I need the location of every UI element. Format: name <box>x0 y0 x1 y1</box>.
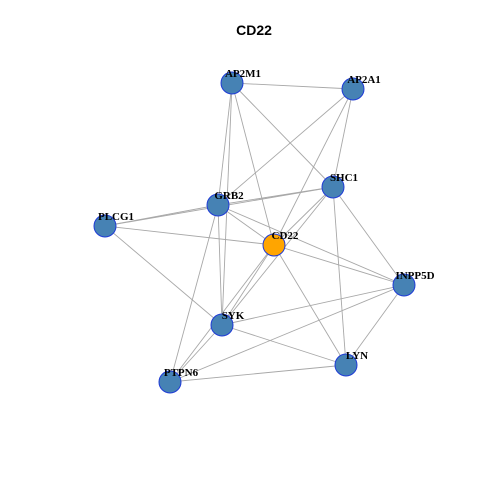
edge-shc1-syk <box>221 186 334 326</box>
node-ap2a1 <box>341 77 365 101</box>
edge-shc1-cd22 <box>273 186 334 246</box>
diagram-title: CD22 <box>236 22 272 38</box>
edge-cd22-inpp5d <box>273 244 405 286</box>
node-label-inpp5d: INPP5D <box>395 270 434 282</box>
edge-grb2-syk <box>217 204 223 326</box>
edge-ap2m1-cd22 <box>231 82 275 246</box>
node-label-plcg1: PLCG1 <box>98 211 134 223</box>
node-label-ap2a1: AP2A1 <box>347 74 381 86</box>
edge-lyn-ptpn6 <box>169 364 347 383</box>
edge-ap2a1-shc1 <box>332 88 354 188</box>
node-label-syk: SYK <box>222 310 245 322</box>
node-inpp5d <box>392 273 416 297</box>
node-label-lyn: LYN <box>346 350 368 362</box>
edge-grb2-ptpn6 <box>169 204 219 383</box>
edge-shc1-lyn <box>332 186 347 366</box>
edge-inpp5d-syk <box>221 284 405 326</box>
node-ap2m1 <box>220 71 244 95</box>
edge-grb2-inpp5d <box>217 204 405 286</box>
node-label-cd22: CD22 <box>272 230 299 242</box>
node-label-shc1: SHC1 <box>330 172 358 184</box>
node-grb2 <box>206 193 230 217</box>
edge-ap2m1-grb2 <box>217 82 233 206</box>
edge-ap2a1-cd22 <box>273 88 354 246</box>
edge-shc1-inpp5d <box>332 186 405 286</box>
edge-syk-lyn <box>221 324 347 366</box>
edge-plcg1-syk <box>104 225 223 326</box>
node-lyn <box>334 353 358 377</box>
edge-plcg1-cd22 <box>104 225 275 246</box>
edge-inpp5d-ptpn6 <box>169 284 405 383</box>
edge-ap2m1-ap2a1 <box>231 82 354 90</box>
edge-cd22-lyn <box>273 244 347 366</box>
edge-syk-ptpn6 <box>169 324 223 383</box>
node-syk <box>210 313 234 337</box>
node-ptpn6 <box>158 370 182 394</box>
node-label-ptpn6: PTPN6 <box>164 367 199 379</box>
node-plcg1 <box>93 214 117 238</box>
edge-layer <box>104 82 405 383</box>
edge-grb2-plcg1 <box>104 204 219 227</box>
node-cd22 <box>262 233 286 257</box>
node-layer <box>93 71 416 394</box>
node-shc1 <box>321 175 345 199</box>
edge-ap2m1-shc1 <box>231 82 334 188</box>
node-label-grb2: GRB2 <box>214 190 244 202</box>
node-label-ap2m1: AP2M1 <box>225 68 261 80</box>
edge-inpp5d-lyn <box>345 284 405 366</box>
edge-cd22-syk <box>221 244 275 326</box>
edge-ap2a1-grb2 <box>217 88 354 206</box>
